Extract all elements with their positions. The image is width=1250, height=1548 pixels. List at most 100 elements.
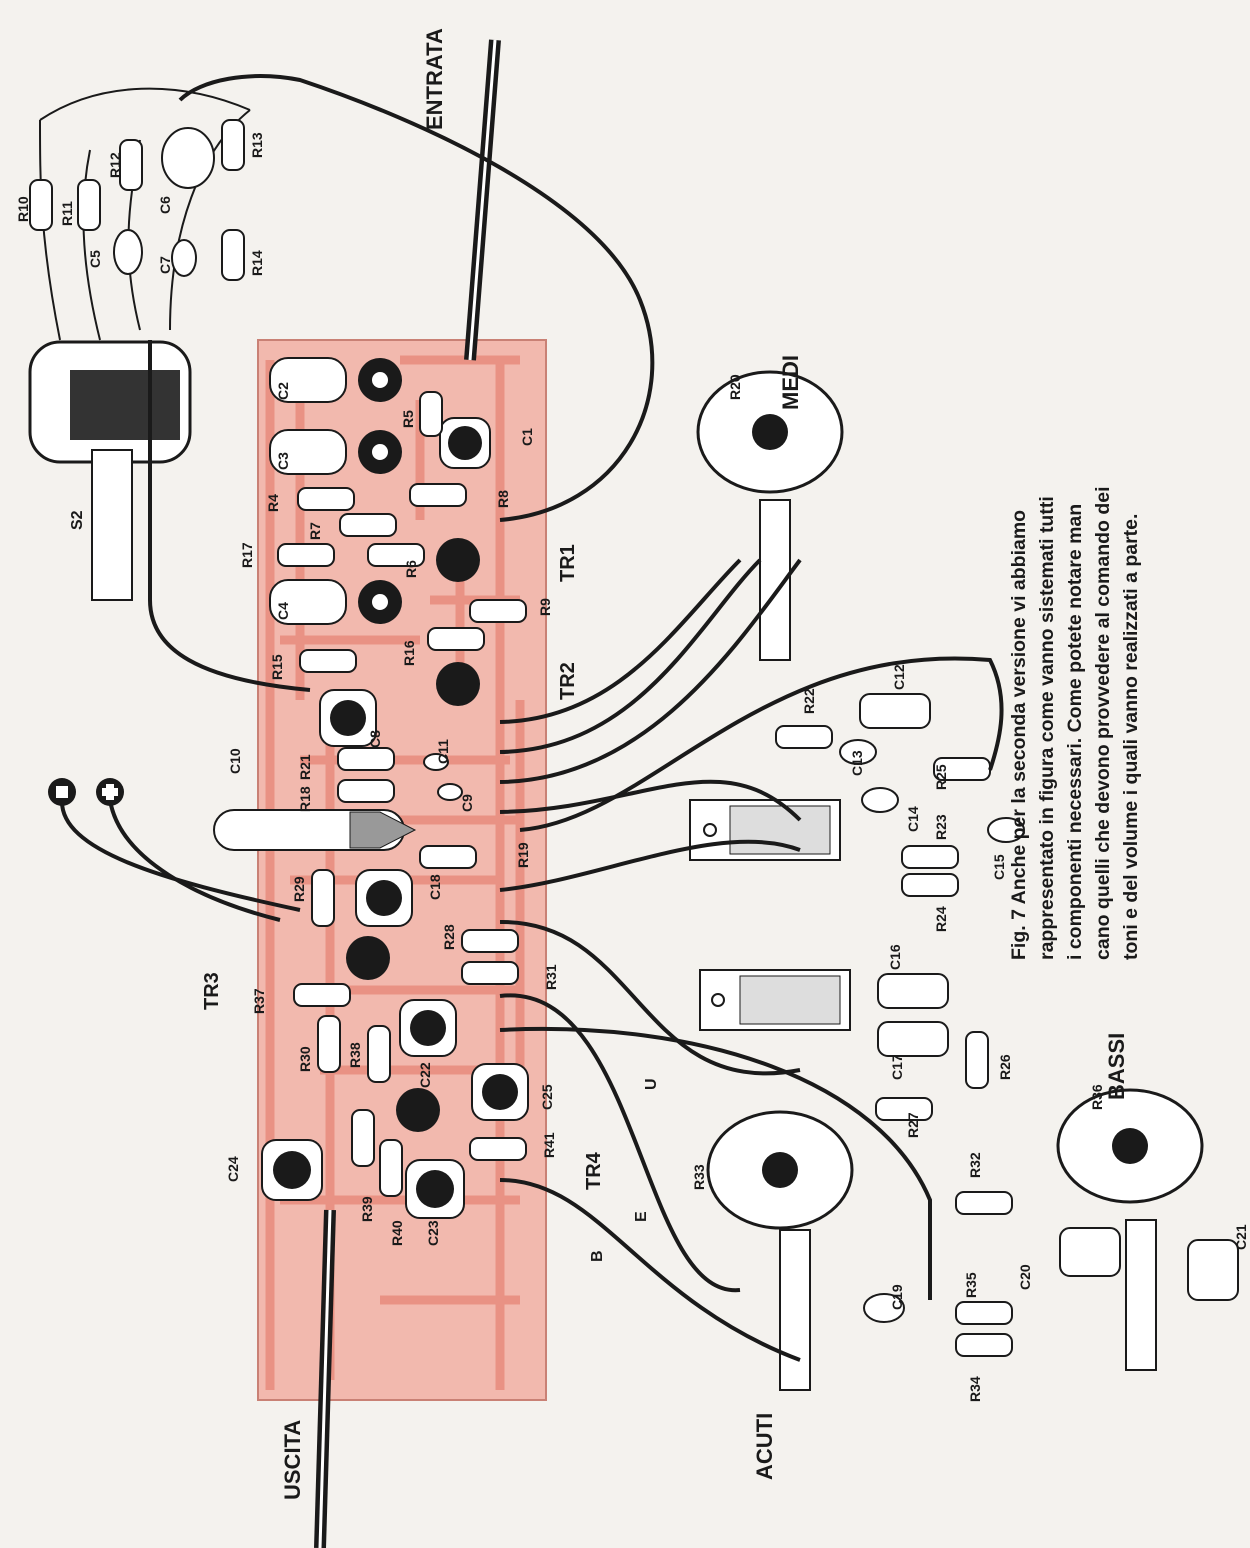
label-uscita: USCITA (280, 1420, 305, 1500)
capacitor-c10 (213, 809, 417, 851)
component-label-r21: R21 (297, 754, 313, 780)
label-r36: R36 (1089, 1084, 1105, 1110)
component-label-c7: C7 (157, 256, 173, 274)
capacitor-c23 (405, 1159, 465, 1219)
component-label-r8: R8 (495, 490, 511, 508)
component-label-r38: R38 (347, 1042, 363, 1068)
component-label-r28: R28 (441, 924, 457, 950)
component-label-c15: C15 (991, 854, 1007, 880)
component-label-r10: R10 (15, 196, 31, 222)
component-label-c22: C22 (417, 1062, 433, 1088)
capacitor-c1 (439, 417, 491, 469)
pot-r36 (1056, 1088, 1204, 1371)
component-label-r14: R14 (249, 250, 265, 276)
component-label-c5: C5 (87, 250, 103, 268)
figure-caption: Fig. 7 Anche per la seconda versione vi … (1005, 0, 1245, 960)
switch-s2 (28, 87, 251, 601)
capacitor-c8 (319, 689, 377, 747)
capacitor-c18 (355, 869, 413, 927)
component-label-c25: C25 (539, 1084, 555, 1110)
component-label-r18: R18 (297, 786, 313, 812)
label-medi: MEDI (778, 355, 803, 410)
component-label-r13: R13 (249, 132, 265, 158)
capacitor-c25 (471, 1063, 529, 1121)
transistor-tr2 (436, 662, 480, 706)
component-label-r32: R32 (967, 1152, 983, 1178)
label-tr3: TR3 (201, 972, 223, 1010)
capacitor-c3 (269, 429, 402, 475)
label-entrata: ENTRATA (422, 28, 447, 130)
component-label-c14: C14 (905, 806, 921, 832)
component-label-c17: C17 (889, 1054, 905, 1080)
capacitor-c24 (261, 1139, 323, 1201)
component-label-r9: R9 (537, 598, 553, 616)
component-label-c19: C19 (889, 1284, 905, 1310)
caption-line: cano quelli che devono provvedere al com… (1092, 486, 1114, 960)
component-label-r34: R34 (967, 1376, 983, 1402)
component-label-r16: R16 (401, 640, 417, 666)
transistor-tr1 (436, 538, 480, 582)
slide-switch-lower (699, 969, 851, 1031)
component-label-r4: R4 (265, 494, 281, 512)
component-label-c9: C9 (459, 794, 475, 812)
capacitor-c22 (399, 999, 457, 1057)
offboard-resistors (775, 725, 1013, 1357)
component-label-c23: C23 (425, 1220, 441, 1246)
label-wire-b: B (589, 1250, 606, 1262)
label-s2: S2 (69, 510, 86, 530)
component-label-c8: C8 (367, 730, 383, 748)
component-label-r5: R5 (400, 410, 416, 428)
label-tr1: TR1 (557, 544, 579, 582)
component-label-c13: C13 (849, 750, 865, 776)
transistor-tr4 (396, 1088, 440, 1132)
power-terminal-minus (48, 778, 76, 806)
component-label-r39: R39 (359, 1196, 375, 1222)
resistor-group (277, 391, 527, 1197)
component-label-c2: C2 (275, 382, 291, 400)
pot-r20 (696, 370, 844, 661)
capacitor-c2 (269, 357, 402, 403)
caption-line: rappresentato in figura come vanno siste… (1036, 496, 1058, 960)
component-label-r15: R15 (269, 654, 285, 680)
component-label-r19: R19 (515, 842, 531, 868)
component-label-r29: R29 (291, 876, 307, 902)
component-label-r31: R31 (543, 964, 559, 990)
label-wire-e: E (633, 1211, 650, 1222)
component-label-c3: C3 (275, 452, 291, 470)
component-label-r23: R23 (933, 814, 949, 840)
label-acuti: ACUTI (752, 1413, 777, 1480)
hookup-wires (59, 74, 1004, 1362)
pot-r33 (706, 1110, 854, 1391)
component-label-c24: C24 (225, 1156, 241, 1182)
component-label-c12: C12 (891, 664, 907, 690)
component-label-r11: R11 (59, 201, 75, 226)
label-r20: R20 (727, 374, 743, 400)
component-label-c11: C11 (435, 739, 451, 764)
component-label-r24: R24 (933, 906, 949, 932)
film-caps (859, 693, 1239, 1301)
label-bassi: BASSI (1104, 1033, 1129, 1100)
caption-line: i componenti necessari. Come potete nota… (1064, 503, 1086, 960)
shielded-cables (314, 39, 501, 1548)
component-label-c21: C21 (1233, 1224, 1249, 1250)
power-terminal-plus (96, 778, 124, 806)
component-label-r17: R17 (239, 542, 255, 568)
component-label-r7: R7 (307, 522, 323, 540)
component-label-r25: R25 (933, 764, 949, 790)
component-label-r27: R27 (905, 1112, 921, 1138)
label-r33: R33 (691, 1164, 707, 1190)
transistor-tr3 (346, 936, 390, 980)
component-label-r6: R6 (403, 560, 419, 578)
label-tr4: TR4 (583, 1151, 605, 1190)
component-label-c20: C20 (1017, 1264, 1033, 1290)
label-wire-u: U (643, 1078, 660, 1090)
label-tr2: TR2 (557, 662, 579, 700)
component-label-c4: C4 (275, 602, 291, 620)
component-label-c6: C6 (157, 196, 173, 214)
component-label-r41: R41 (541, 1132, 557, 1158)
component-label-r30: R30 (297, 1046, 313, 1072)
component-label-r37: R37 (251, 988, 267, 1014)
ceramic-caps (423, 739, 1025, 1323)
